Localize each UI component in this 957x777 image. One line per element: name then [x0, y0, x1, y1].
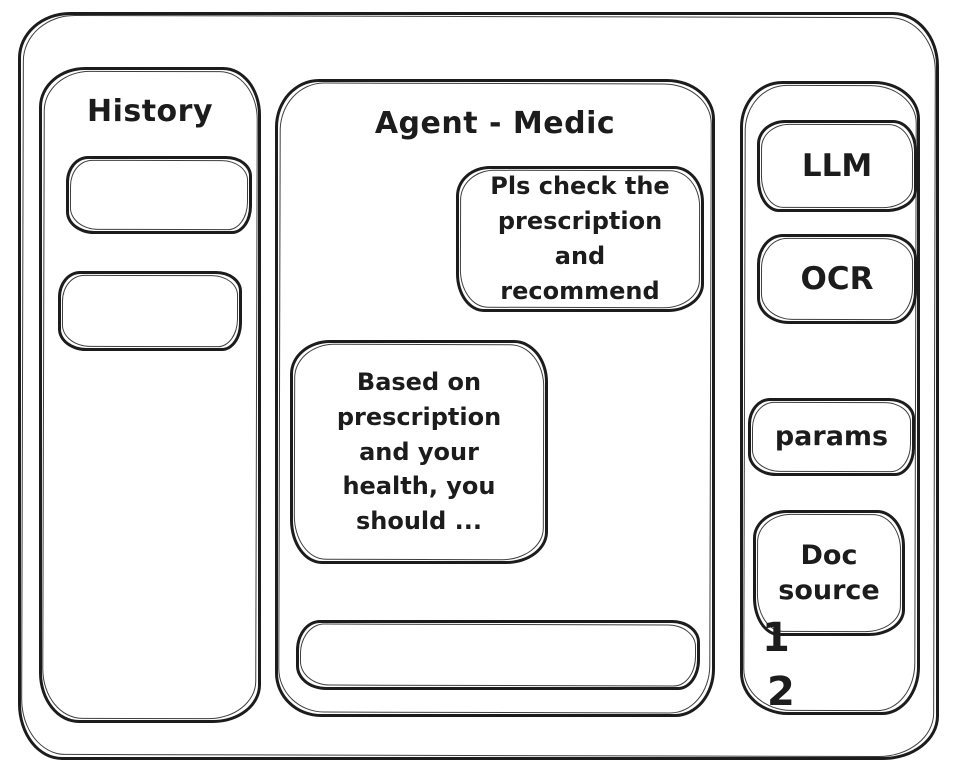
message-input-box[interactable] [296, 620, 700, 690]
chat-title: Agent - Medic [374, 106, 616, 141]
history-title: History [86, 94, 214, 129]
chat-panel: Agent - Medic Pls check the prescription… [275, 79, 715, 717]
assistant-message-text: Based on prescription and your health, y… [336, 368, 502, 536]
history-item[interactable] [66, 156, 252, 234]
ocr-button[interactable]: OCR [757, 234, 917, 324]
message-input[interactable] [299, 623, 697, 687]
app-window: History Agent - Medic Pls check the pres… [18, 12, 939, 760]
history-item[interactable] [58, 271, 242, 351]
doc-source-button[interactable]: Doc source [753, 510, 905, 636]
llm-button[interactable]: LLM [757, 120, 917, 212]
user-message-bubble: Pls check the prescription and recommend [456, 166, 704, 312]
tools-panel: LLM OCR params Doc source 1 2 [740, 81, 920, 715]
assistant-message-bubble: Based on prescription and your health, y… [290, 340, 548, 564]
doc-source-item-2: 2 [767, 669, 795, 715]
user-message-text: Pls check the prescription and recommend [490, 172, 670, 305]
doc-source-item-1: 1 [762, 615, 790, 661]
history-panel: History [39, 67, 261, 723]
params-button[interactable]: params [748, 398, 915, 476]
